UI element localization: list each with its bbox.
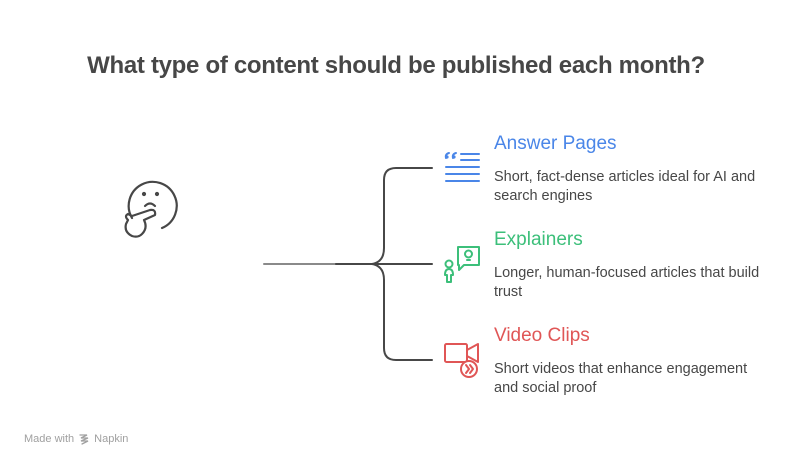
item-description-explainers: Longer, human-focused articles that buil… [494,265,760,300]
video-camera-play-icon [444,343,479,378]
item-description-video-clips: Short videos that enhance engagement and… [494,361,748,396]
thinking-face-icon [124,180,178,238]
made-with-napkin-badge[interactable]: Made with Napkin [24,433,128,445]
quote-list-icon [444,152,480,182]
person-idea-icon [444,246,480,283]
napkin-logo-icon [79,434,89,445]
item-title-answer-pages: Answer Pages [494,133,617,154]
item-title-video-clips: Video Clips [494,325,590,346]
item-description-answer-pages: Short, fact-dense articles ideal for AI … [494,169,756,204]
footer-prefix: Made with [24,433,75,445]
footer-brand: Napkin [94,433,129,445]
branch-bottom [371,263,433,361]
item-title-explainers: Explainers [494,229,583,250]
branch-top [371,167,433,265]
diagram-title: What type of content should be published… [87,52,705,79]
